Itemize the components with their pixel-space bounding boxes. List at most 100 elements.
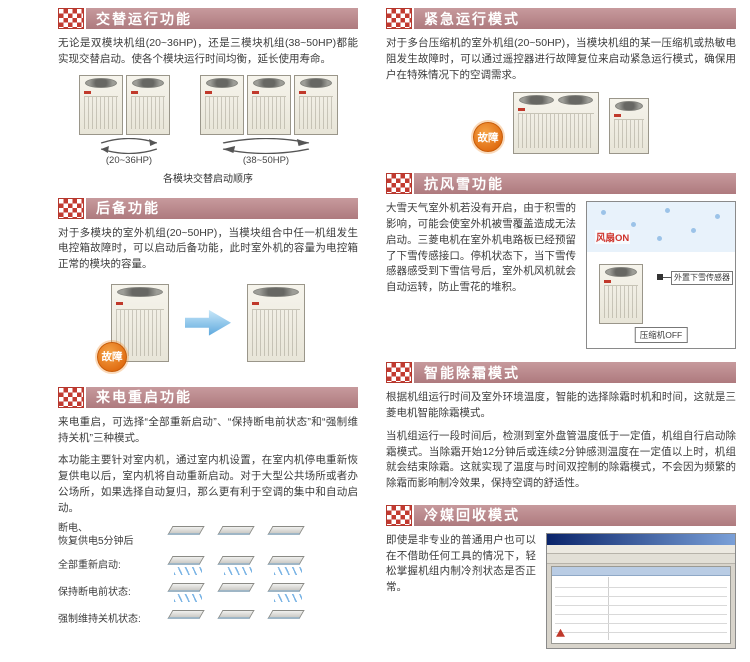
right-column: 紧急运行模式 对于多台压缩机的室外机组(20~50HP)，当模块机组的某一压缩机… — [386, 8, 736, 662]
fan-grille — [610, 99, 648, 112]
checker-flag-icon — [386, 8, 412, 29]
fan-grille — [600, 265, 642, 278]
checker-flag-icon — [386, 362, 412, 384]
section-body: 本功能主要针对室内机，通过室内机设置，在室内机停电重新恢复供电以后，室内机将自动… — [58, 454, 358, 514]
cassette-unit — [267, 583, 305, 603]
section-refrigerant-recovery: 冷媒回收模式 即使是非专业的普通用户也可以在不借助任何工具的情况下，轻松掌握机组… — [386, 504, 736, 649]
front-grille — [252, 308, 300, 356]
section-backup: 后备功能 对于多模块的室外机组(20~50HP)，当模块组合中任一机组发生电控箱… — [58, 197, 358, 374]
section-title: 抗风雪功能 — [414, 173, 736, 195]
section-header: 交替运行功能 — [58, 8, 358, 29]
restart-row-label: 断电、 恢复供电5分钟后 — [58, 523, 134, 547]
fan-grille — [112, 285, 168, 297]
left-column: 交替运行功能 无论是双模块机组(20~36HP)，还是三模块机组(38~50HP… — [58, 8, 358, 662]
fan-grille — [201, 76, 243, 88]
outdoor-unit — [293, 74, 338, 135]
module-units-row — [58, 74, 358, 135]
checker-flag-icon — [386, 504, 412, 526]
section-title: 来电重启功能 — [86, 386, 358, 408]
indoor-units — [167, 583, 305, 603]
outdoor-unit — [513, 92, 599, 155]
cassette-unit — [167, 556, 205, 576]
fan-grille — [80, 76, 122, 88]
checker-flag-icon — [58, 197, 84, 219]
screenshot-table-header — [552, 566, 730, 576]
section-header: 紧急运行模式 — [386, 8, 736, 29]
section-snow: 抗风雪功能 大雪天气室外机若没有开启，由于积雪的影响，可能会使室外机被雪覆盖造成… — [386, 173, 736, 350]
snowflake-icon — [601, 210, 606, 216]
front-grille — [204, 95, 239, 129]
brand-mark — [556, 628, 565, 637]
restart-row: 保持断电前状态: — [58, 583, 358, 603]
restart-row: 断电、 恢复供电5分钟后 — [58, 523, 358, 548]
brand-mark — [83, 90, 91, 94]
section-body: 来电重启，可选择“全部重新启动”、“保持断电前状态”和“强制维持关机”三种模式。 — [58, 415, 358, 444]
restart-row-label: 强制维持关机状态: — [58, 613, 141, 625]
section-header: 来电重启功能 — [58, 386, 358, 408]
outdoor-unit — [199, 74, 244, 135]
cassette-unit — [217, 526, 255, 545]
snowflake-icon — [715, 214, 720, 220]
screenshot-table-rows — [555, 578, 727, 640]
section-power-restart: 来电重启功能 来电重启，可选择“全部重新启动”、“保持断电前状态”和“强制维持关… — [58, 386, 358, 630]
cassette-unit — [267, 526, 305, 545]
restart-row: 全部重新启动: — [58, 556, 358, 576]
module-group-3 — [199, 74, 338, 135]
screenshot-titlebar — [547, 533, 735, 545]
fault-badge: 故障 — [473, 122, 503, 153]
snow-diagram: 风扇ON 外置下雪传感器 压缩机OFF — [586, 201, 736, 350]
alternate-figure: (20~36HP) (38~50HP) 各模块交替启动顺序 — [58, 74, 358, 185]
section-title: 智能除霜模式 — [414, 362, 736, 384]
cassette-unit — [167, 583, 205, 603]
section-body: 对于多台压缩机的室外机组(20~50HP)，当模块机组的某一压缩机或热敏电阻发生… — [386, 37, 736, 81]
cassette-unit — [217, 610, 255, 629]
compressor-off-label: 压缩机OFF — [634, 327, 688, 344]
hp-range-label: (38~50HP) — [242, 154, 290, 166]
outdoor-unit — [246, 74, 291, 135]
section-alternate-operation: 交替运行功能 无论是双模块机组(20~36HP)，还是三模块机组(38~50HP… — [58, 8, 358, 185]
snowflake-icon — [665, 208, 670, 214]
outdoor-unit — [609, 98, 649, 155]
fan-grille — [248, 76, 290, 88]
restart-modes-figure: 断电、 恢复供电5分钟后 全部重新启动: 保 — [58, 523, 358, 629]
brand-mark — [130, 90, 138, 94]
cassette-unit — [217, 583, 255, 602]
swap-arrows-row: (20~36HP) (38~50HP) — [58, 137, 358, 166]
outdoor-unit — [78, 74, 123, 135]
section-body: 即使是非专业的普通用户也可以在不借助任何工具的情况下，轻松掌握机组内制冷剂状态是… — [386, 533, 536, 593]
front-grille — [604, 285, 638, 319]
restart-row: 强制维持关机状态: — [58, 610, 358, 629]
section-title: 冷媒回收模式 — [414, 504, 736, 526]
fault-badge: 故障 — [97, 341, 127, 372]
screenshot-toolbar — [547, 553, 735, 564]
snow-sensor-icon — [657, 274, 663, 281]
checker-flag-icon — [58, 386, 84, 408]
front-grille — [130, 95, 165, 129]
restart-row-label: 保持断电前状态: — [58, 586, 131, 598]
snowflake-icon — [631, 222, 636, 228]
section-body: 当机组运行一段时间后，检测到室外盘管温度低于一定值，机组自行启动除霜模式。当除霜… — [386, 429, 736, 489]
indoor-units — [167, 556, 305, 576]
section-body: 无论是双模块机组(20~36HP)，还是三模块机组(38~50HP)都能实现交替… — [58, 37, 358, 65]
front-grille — [518, 113, 594, 149]
section-emergency: 紧急运行模式 对于多台压缩机的室外机组(20~50HP)，当模块机组的某一压缩机… — [386, 8, 736, 160]
brand-mark — [614, 114, 621, 118]
hp-range-label: (20~36HP) — [105, 154, 153, 166]
snowflake-icon — [691, 228, 696, 234]
section-body: 对于多模块的室外机组(20~50HP)，当模块组合中任一机组发生电控箱故障时，可… — [58, 226, 358, 271]
outdoor-unit — [599, 264, 643, 325]
cassette-unit — [267, 610, 305, 629]
fan-grille — [514, 93, 598, 106]
section-title: 交替运行功能 — [86, 8, 358, 29]
outdoor-unit — [247, 283, 305, 362]
arrow-right-icon — [185, 309, 231, 336]
fan-grille — [248, 285, 304, 297]
brand-mark — [604, 280, 611, 284]
section-body: 根据机组运行时间及室外环境温度，智能的选择除霜时机和时间，这就是三菱电机智能除霜… — [386, 391, 736, 419]
software-screenshot — [546, 532, 736, 649]
section-title: 紧急运行模式 — [414, 8, 736, 29]
section-body: 大雪天气室外机若没有开启，由于积雪的影响，可能会使室外机被雪覆盖造成无法启动。三… — [386, 202, 576, 293]
cassette-unit — [217, 556, 255, 576]
figure-caption: 各模块交替启动顺序 — [163, 173, 253, 185]
